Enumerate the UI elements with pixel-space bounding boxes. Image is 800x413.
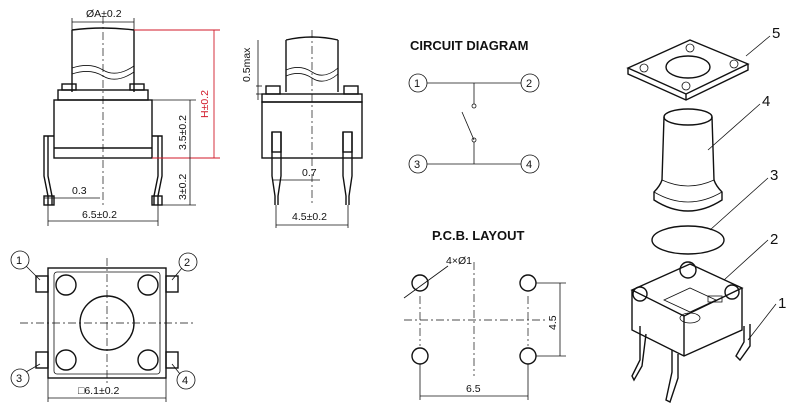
dim-pin-length: 3±0.2 [177,174,189,200]
part-2-label: 2 [770,231,778,248]
dim-vertical: 4.5 [547,315,559,330]
dim-cap-height: 0.5max [241,47,253,82]
dim-pitch: 4.5±0.2 [292,211,327,223]
dim-pin-width: 0.7 [302,167,317,179]
part-1-label: 1 [778,295,786,312]
pcb-layout: P.C.B. LAYOUT 4×Ø1 4.5 6.5 [403,228,566,400]
circuit-diagram-title: CIRCUIT DIAGRAM [410,38,528,53]
part-3-label: 3 [770,167,778,184]
side-view: 0.5max 0.7 4.5±0.2 [241,30,363,228]
circuit-pin-2: 2 [526,78,532,90]
dim-holes: 4×Ø1 [446,255,472,267]
part-5-label: 5 [772,25,780,42]
dim-body-height: 3.5±0.2 [177,115,189,150]
circuit-diagram: CIRCUIT DIAGRAM 1 2 3 4 [408,38,540,174]
dim-height: H±0.2 [199,90,211,118]
dim-square: □6.1±0.2 [78,385,119,397]
top-pin-4-label: 4 [182,375,188,387]
circuit-pin-3: 3 [414,159,420,171]
dim-horizontal: 6.5 [466,383,481,395]
top-pin-3-label: 3 [16,373,22,385]
circuit-pin-1: 1 [414,78,420,90]
top-pin-1-label: 1 [16,255,22,267]
exploded-view: 5 4 3 2 1 [626,25,786,403]
circuit-pin-4: 4 [526,159,532,171]
dim-thickness: 0.3 [72,185,87,197]
top-pin-2-label: 2 [184,257,190,269]
dim-diameter: ØA±0.2 [86,8,122,20]
top-view: 1 2 3 4 □6.1±0.2 [10,250,198,402]
part-4-label: 4 [762,93,770,110]
dim-width: 6.5±0.2 [82,209,117,221]
front-view: ØA±0.2 H±0.2 3.5±0.2 3±0.2 0.3 6.5±0.2 [43,8,220,226]
pcb-layout-title: P.C.B. LAYOUT [432,228,525,243]
